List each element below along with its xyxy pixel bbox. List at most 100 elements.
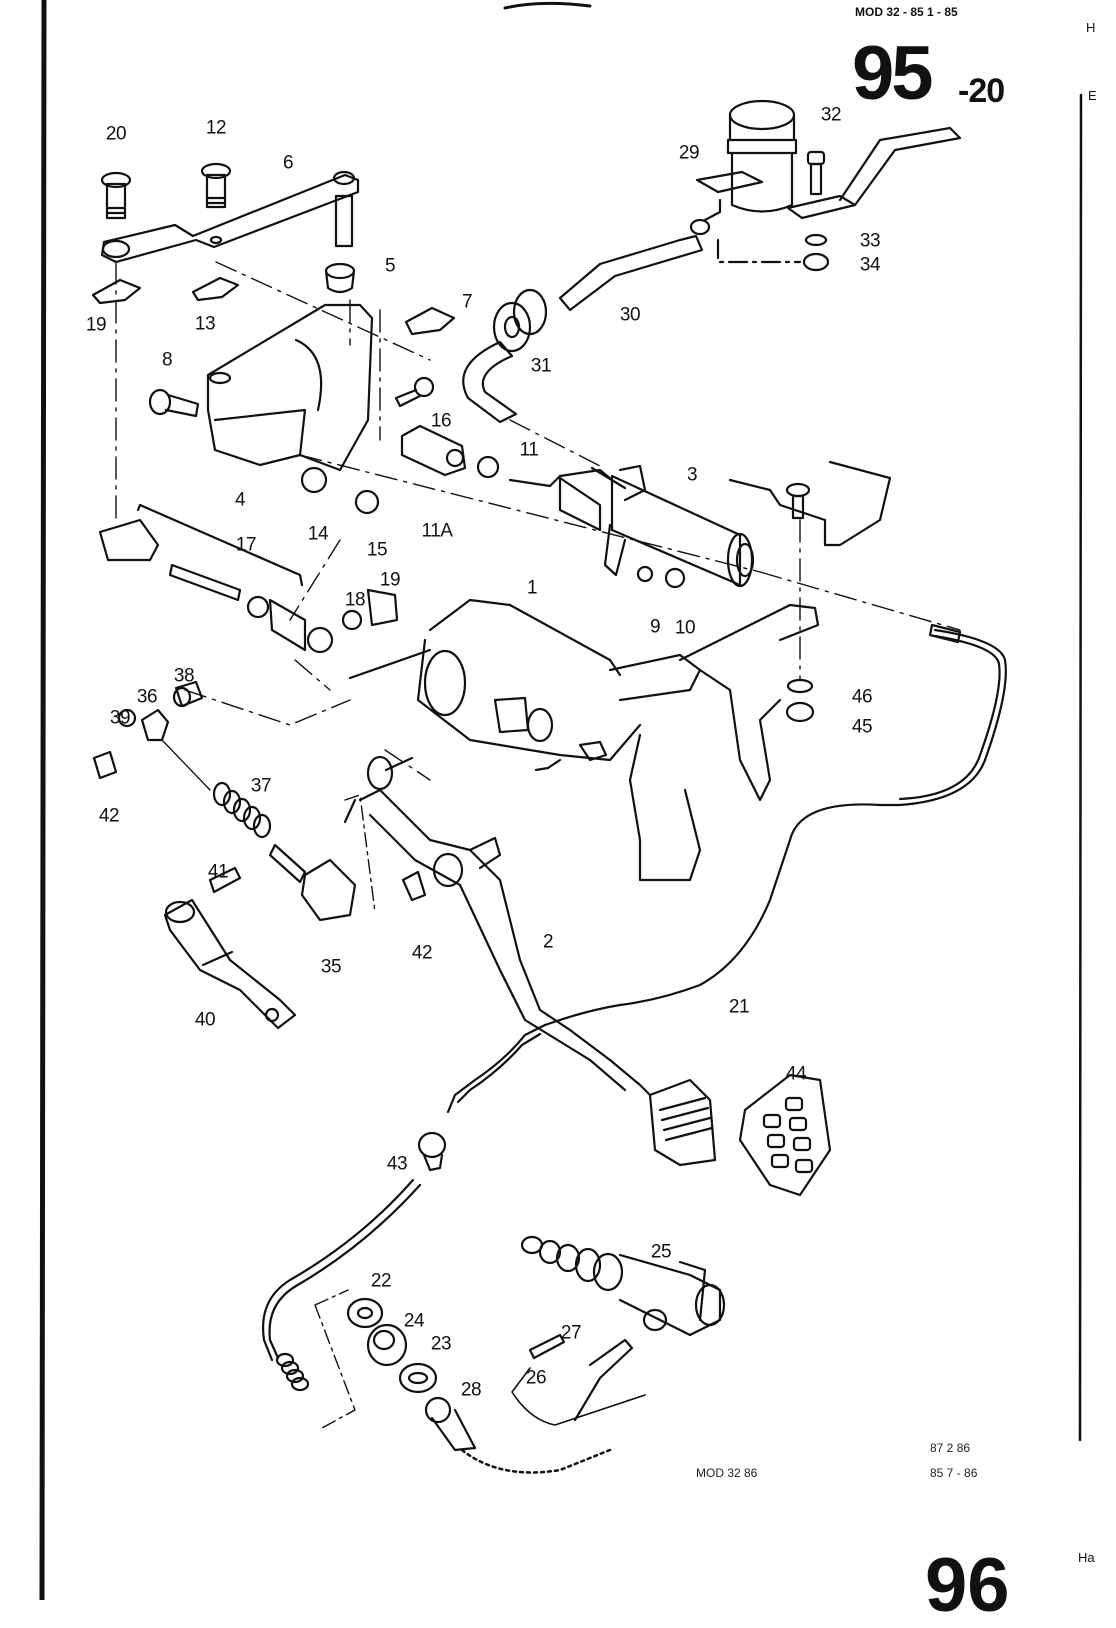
phantom-line-29 (716, 238, 802, 264)
clip-36-drawing (140, 708, 170, 742)
clip-42a-drawing (92, 750, 118, 780)
bolt-16-drawing (394, 376, 435, 408)
footer-date-line-1: 87 2 86 (930, 1441, 971, 1455)
hydraulic-line-lower-drawing (446, 1023, 547, 1114)
callout-11A[interactable]: 11A (421, 520, 453, 542)
callout-31[interactable]: 31 (530, 355, 552, 377)
washer-9-drawing (636, 565, 654, 583)
nut-34-drawing (802, 252, 830, 272)
callout-19[interactable]: 19 (85, 314, 107, 336)
spring-strut-40-drawing (163, 898, 297, 1030)
callout-5[interactable]: 5 (384, 255, 396, 277)
callout-39[interactable]: 39 (109, 707, 131, 729)
callout-21[interactable]: 21 (728, 996, 750, 1018)
callout-25[interactable]: 25 (650, 1241, 672, 1263)
callout-13[interactable]: 13 (194, 313, 216, 335)
edge-text-right-mid: E (1088, 88, 1097, 103)
bolt-12-drawing (200, 162, 232, 209)
footer-date-line-2: 85 7 - 86 (930, 1466, 978, 1480)
washer-33-drawing (804, 233, 828, 247)
callout-6[interactable]: 6 (282, 152, 294, 174)
page-number: 95 (852, 31, 934, 116)
callout-4[interactable]: 4 (234, 489, 246, 511)
callout-24[interactable]: 24 (403, 1310, 425, 1332)
callout-3[interactable]: 3 (686, 464, 698, 486)
bracket-4-drawing (206, 303, 374, 472)
callout-19-lower[interactable]: 19 (379, 569, 401, 591)
pushrod-17-drawing (98, 503, 399, 654)
callout-38[interactable]: 38 (173, 665, 195, 687)
bleeder-valve-drawing (573, 1338, 634, 1422)
callout-41[interactable]: 41 (207, 861, 229, 883)
callout-36[interactable]: 36 (136, 686, 158, 708)
callout-30[interactable]: 30 (619, 304, 641, 326)
line-fitting-drawing (928, 623, 962, 644)
callout-20[interactable]: 20 (105, 123, 127, 145)
callout-32[interactable]: 32 (820, 104, 842, 126)
bushing-38-drawing (174, 680, 204, 708)
callout-45[interactable]: 45 (851, 716, 873, 738)
callout-23[interactable]: 23 (430, 1333, 452, 1355)
spring-37-drawing (212, 781, 272, 839)
pushrod-27-drawing (528, 1333, 566, 1360)
clip-7-drawing (404, 306, 456, 336)
edge-text-right-top: H (1086, 20, 1096, 35)
hose-30-drawing (558, 234, 704, 312)
callout-40[interactable]: 40 (194, 1009, 216, 1031)
callout-9[interactable]: 9 (649, 616, 661, 638)
callout-12[interactable]: 12 (205, 117, 227, 139)
callout-35[interactable]: 35 (320, 956, 342, 978)
callout-1[interactable]: 1 (526, 577, 538, 599)
callout-2[interactable]: 2 (542, 931, 554, 953)
clip-42b-drawing (401, 870, 427, 902)
fork-11A-drawing (400, 424, 467, 477)
callout-15[interactable]: 15 (366, 539, 388, 561)
callout-18[interactable]: 18 (344, 589, 366, 611)
nut-15-drawing (354, 489, 380, 515)
callout-22[interactable]: 22 (370, 1270, 392, 1292)
spring-clip-26-drawing (511, 1367, 646, 1426)
bushing-5-drawing (324, 262, 356, 294)
callout-42[interactable]: 42 (98, 805, 120, 827)
pin-41-drawing (208, 866, 242, 894)
nut-45-drawing (785, 701, 815, 723)
callout-37[interactable]: 37 (250, 775, 272, 797)
nut-10-drawing (664, 567, 686, 589)
callout-42-lower[interactable]: 42 (411, 942, 433, 964)
callout-26[interactable]: 26 (525, 1367, 547, 1389)
fitting-43-drawing (417, 1131, 447, 1172)
washer-39-drawing (117, 708, 137, 728)
page-suffix: -20 (958, 72, 1005, 110)
callout-28[interactable]: 28 (460, 1379, 482, 1401)
callout-17[interactable]: 17 (235, 534, 257, 556)
hose-lower-drawing (262, 1178, 415, 1362)
callout-34[interactable]: 34 (859, 254, 881, 276)
washer-14-drawing (300, 466, 328, 494)
callout-29[interactable]: 29 (678, 142, 700, 164)
model-range-header: MOD 32 - 85 1 - 85 (855, 5, 958, 19)
callout-33[interactable]: 33 (859, 230, 881, 252)
slave-cylinder-25-drawing (520, 1235, 726, 1337)
reservoir-29-drawing (689, 99, 798, 236)
seal-22-drawing (346, 1297, 384, 1329)
pedal-pad-drawing (648, 1078, 717, 1167)
pedal-pad-44-drawing (738, 1073, 832, 1197)
callout-16[interactable]: 16 (430, 410, 452, 432)
callout-11[interactable]: 11 (519, 439, 539, 461)
callout-46[interactable]: 46 (851, 686, 873, 708)
footer-model: MOD 32 86 (696, 1466, 758, 1480)
washer-46-drawing (786, 678, 814, 694)
callout-14[interactable]: 14 (307, 523, 329, 545)
piston-24-drawing (366, 1323, 408, 1367)
callout-10[interactable]: 10 (674, 617, 696, 639)
right-page-edge (1078, 93, 1083, 1442)
callout-8[interactable]: 8 (161, 349, 173, 371)
lever-6-drawing (100, 170, 360, 264)
callout-44[interactable]: 44 (785, 1063, 807, 1085)
callout-7[interactable]: 7 (461, 291, 473, 313)
phantom-alignment-lines (115, 261, 961, 781)
callout-27[interactable]: 27 (560, 1322, 582, 1344)
callout-43[interactable]: 43 (386, 1153, 408, 1175)
nut-11-drawing (476, 455, 500, 479)
